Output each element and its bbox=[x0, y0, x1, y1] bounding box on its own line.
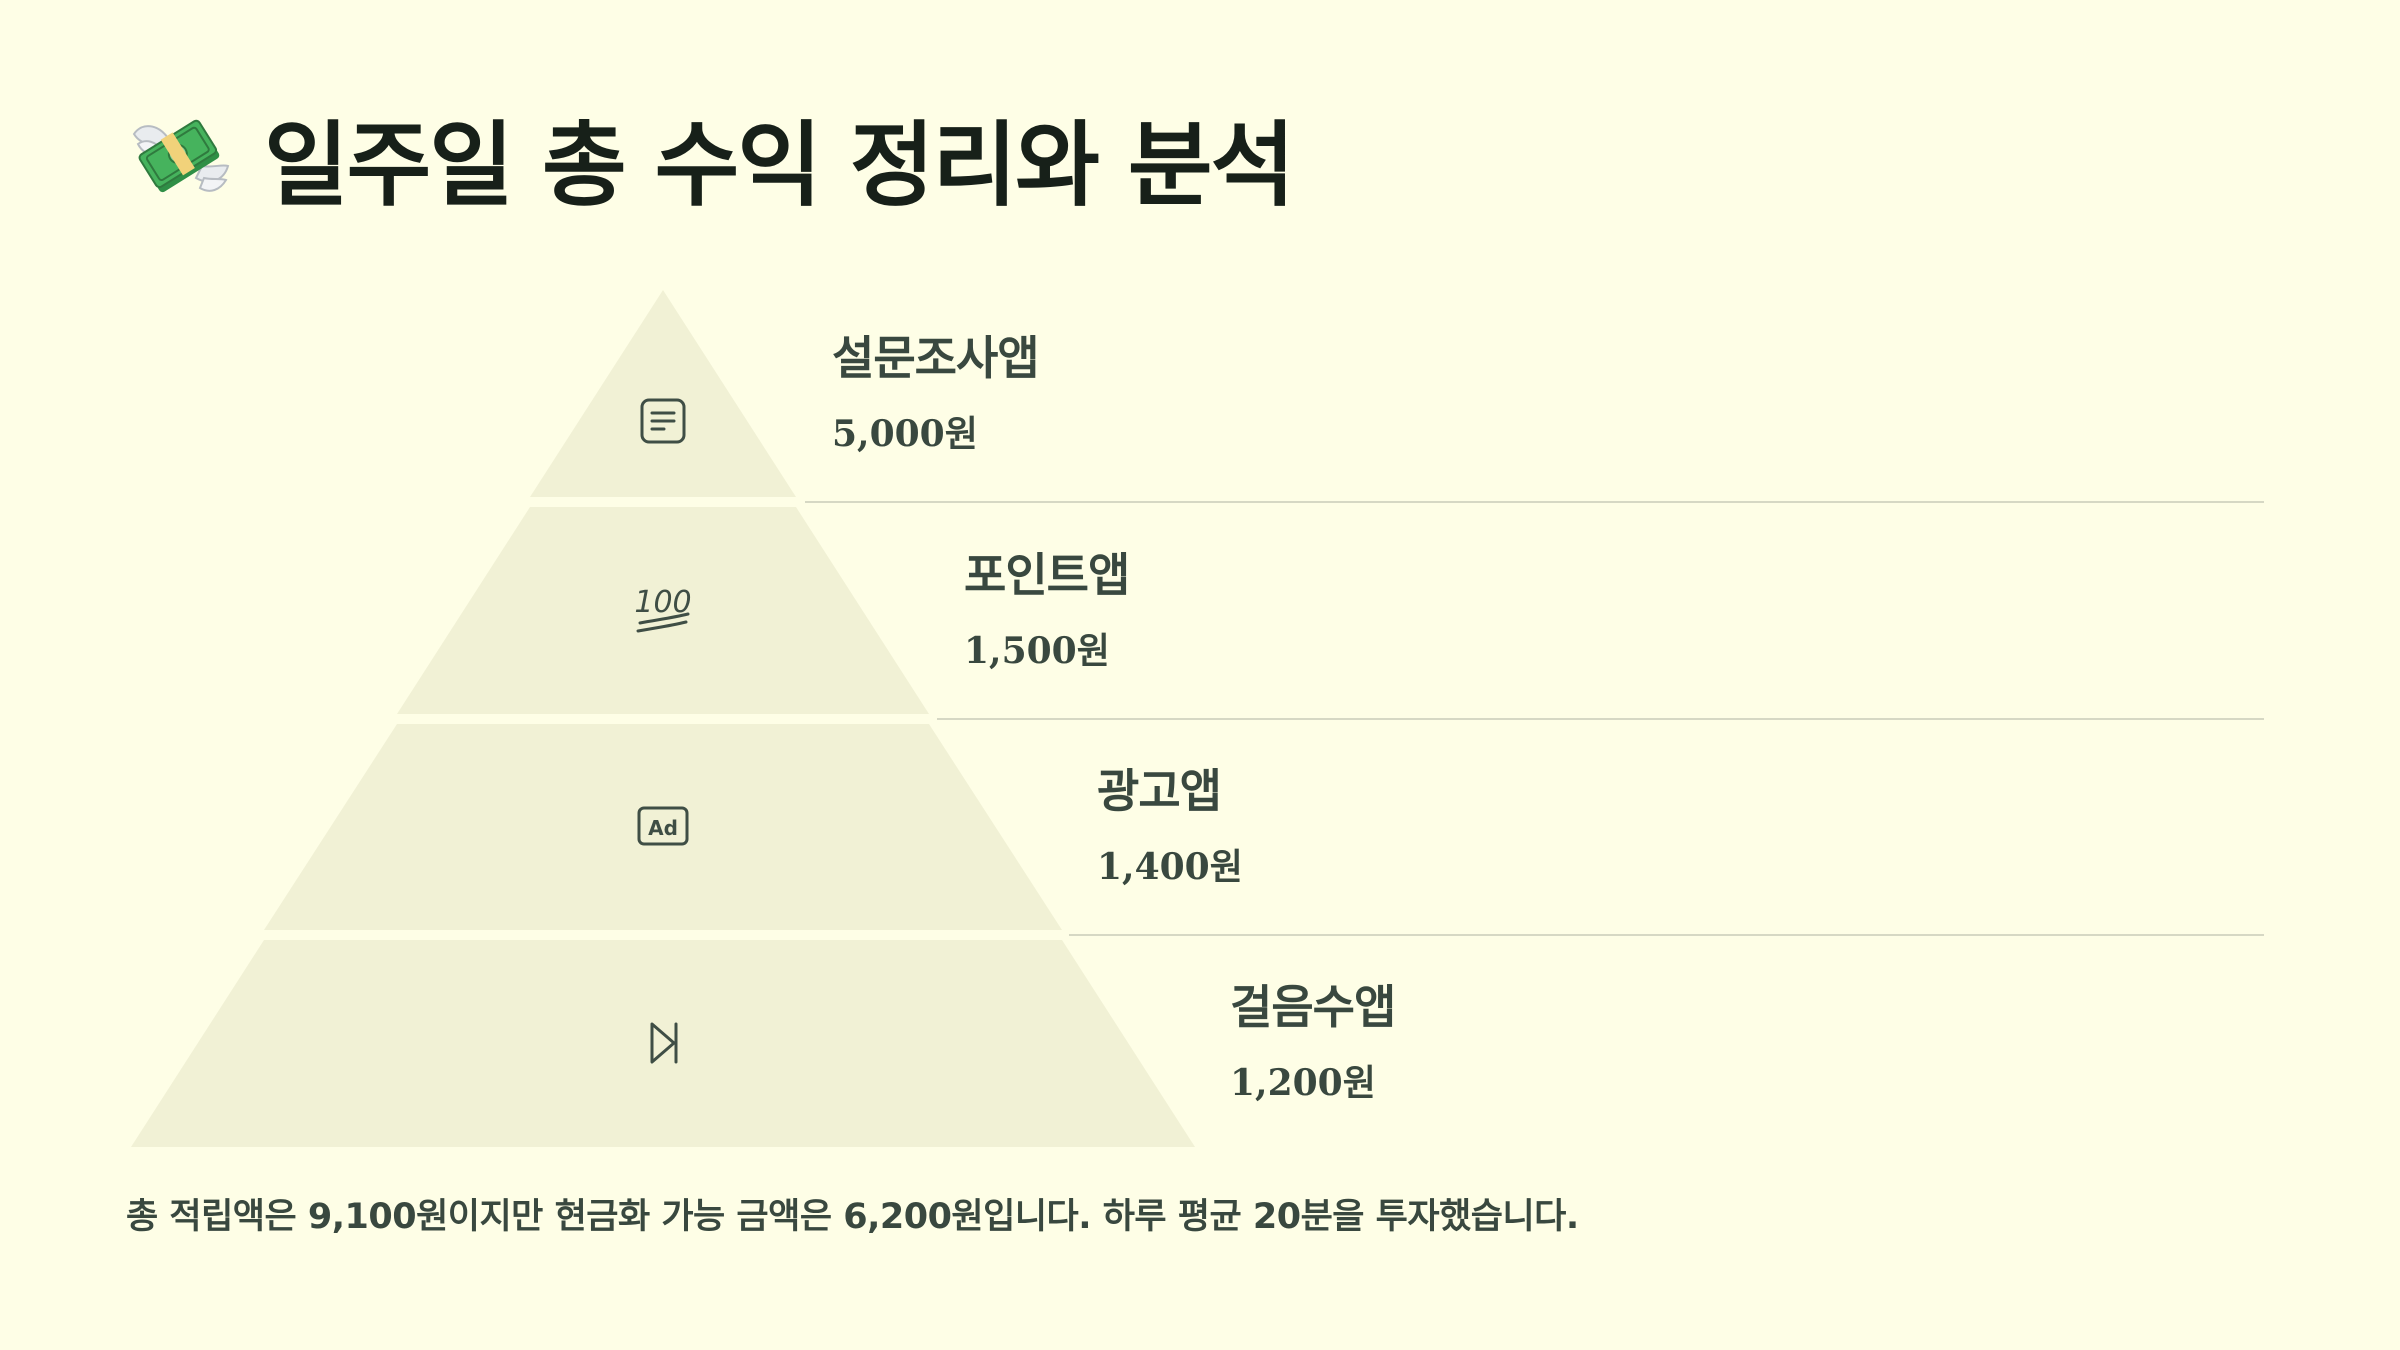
tier-name-steps: 걸음수앱 bbox=[1230, 980, 1396, 1034]
tier-value-points: 1,500원 bbox=[964, 630, 1110, 672]
tier-value-survey: 5,000원 bbox=[832, 413, 978, 455]
tier-value-steps: 1,200원 bbox=[1230, 1062, 1376, 1104]
pyramid-tier-4 bbox=[131, 940, 1195, 1147]
money-with-wings-icon bbox=[132, 119, 230, 193]
tier-name-points: 포인트앱 bbox=[964, 548, 1130, 602]
summary-text: 총 적립액은 9,100원이지만 현금화 가능 금액은 6,200원입니다. 하… bbox=[126, 1197, 1579, 1237]
tier-name-survey: 설문조사앱 bbox=[832, 331, 1040, 385]
hundred-points-icon: 100 bbox=[634, 585, 692, 633]
play-next-icon bbox=[650, 1022, 678, 1064]
tier-value-ad: 1,400원 bbox=[1097, 846, 1243, 888]
pyramid-tier-3 bbox=[264, 724, 1062, 930]
page-title: 일주일 총 수익 정리와 분석 bbox=[264, 111, 1295, 219]
pyramid-tier-1 bbox=[530, 290, 796, 497]
title-row: 일주일 총 수익 정리와 분석 bbox=[128, 92, 1295, 222]
pyramid-tier-2 bbox=[397, 507, 929, 714]
survey-document-icon bbox=[640, 398, 686, 444]
svg-text:Ad: Ad bbox=[648, 816, 678, 840]
tier-name-ad: 광고앱 bbox=[1097, 764, 1222, 818]
ad-icon: Ad bbox=[637, 806, 689, 846]
